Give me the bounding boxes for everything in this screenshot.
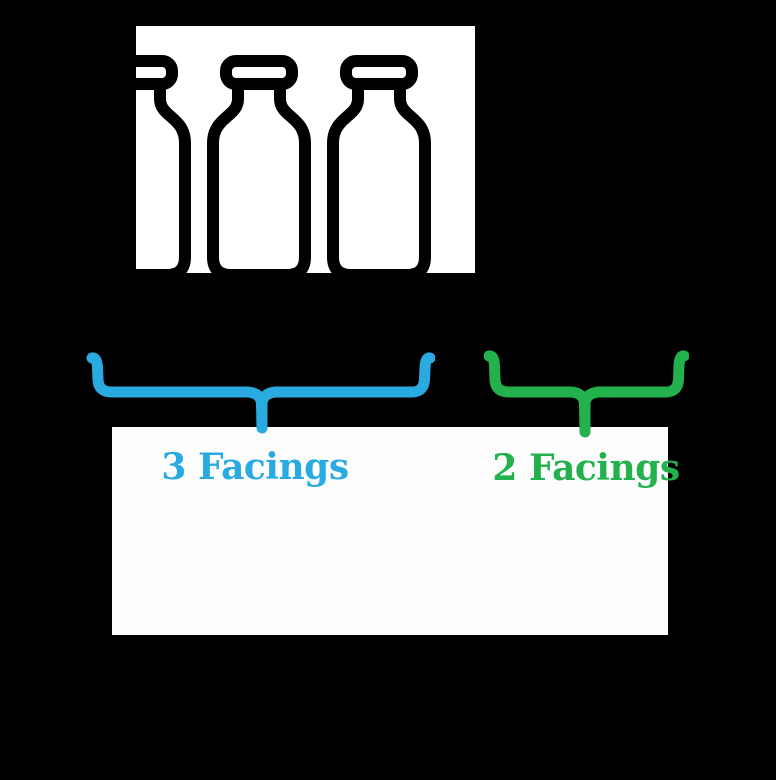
milk-bottle-icon: [136, 55, 191, 281]
brace-3-facings-icon: [86, 352, 435, 434]
bottle-row: [136, 26, 475, 286]
label-2-facings: 2 Facings: [492, 447, 680, 489]
milk-bottle-icon: [207, 55, 311, 281]
milk-bottle-icon: [327, 55, 431, 281]
label-3-facings: 3 Facings: [161, 446, 349, 488]
label-panel: [112, 427, 668, 635]
brace-2-facings-icon: [484, 350, 689, 438]
